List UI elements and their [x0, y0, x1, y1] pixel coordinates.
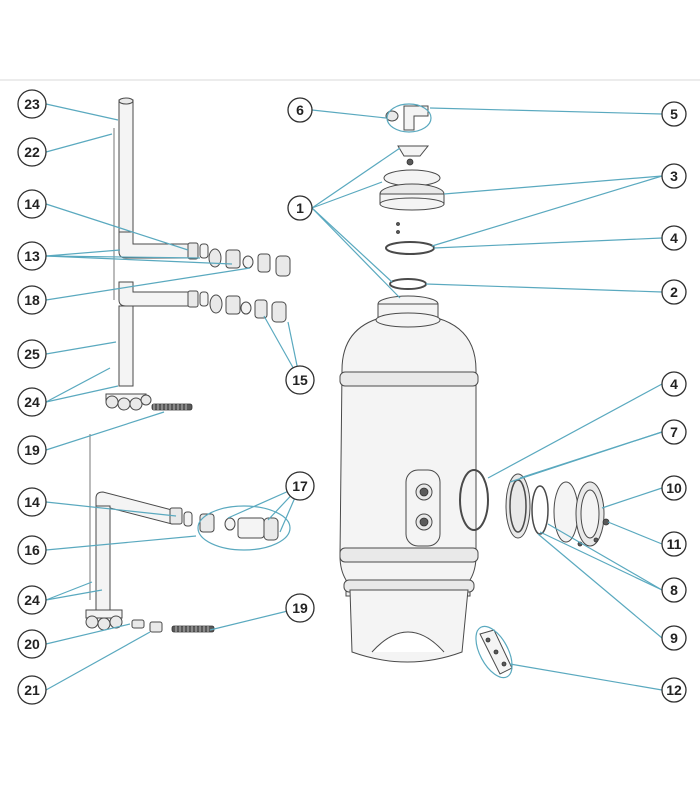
callout-2: 2 [661, 279, 687, 305]
callout-24-upper: 24 [17, 387, 47, 417]
callout-20: 20 [17, 629, 47, 659]
manhole-assembly [459, 469, 610, 547]
upper-collector-assembly [105, 97, 291, 411]
svg-text:13: 13 [24, 248, 40, 264]
svg-text:16: 16 [24, 542, 40, 558]
callout-1: 1 [287, 195, 313, 221]
svg-text:19: 19 [292, 600, 308, 616]
svg-text:10: 10 [666, 480, 682, 496]
callout-3: 3 [661, 163, 687, 189]
svg-text:24: 24 [24, 394, 40, 410]
callout-16: 16 [17, 535, 47, 565]
svg-text:3: 3 [670, 168, 678, 184]
svg-text:20: 20 [24, 636, 40, 652]
callout-4-lower: 4 [661, 371, 687, 397]
svg-text:24: 24 [24, 592, 40, 608]
svg-text:5: 5 [670, 106, 678, 122]
svg-text:23: 23 [24, 96, 40, 112]
callout-19-upper: 19 [17, 435, 47, 465]
svg-text:9: 9 [670, 630, 678, 646]
callout-14-lower: 14 [17, 487, 47, 517]
svg-text:14: 14 [24, 196, 40, 212]
callout-15: 15 [285, 365, 315, 395]
callout-7: 7 [661, 419, 687, 445]
sight-glass-part [479, 629, 513, 675]
callout-6: 6 [287, 97, 313, 123]
svg-text:4: 4 [670, 376, 678, 392]
callout-8: 8 [661, 577, 687, 603]
svg-text:6: 6 [296, 102, 304, 118]
svg-text:7: 7 [670, 424, 678, 440]
callout-22: 22 [17, 137, 47, 167]
callout-11: 11 [661, 531, 687, 557]
callout-23: 23 [17, 89, 47, 119]
svg-text:14: 14 [24, 494, 40, 510]
svg-text:8: 8 [670, 582, 678, 598]
svg-text:19: 19 [24, 442, 40, 458]
callout-12: 12 [661, 677, 687, 703]
svg-text:25: 25 [24, 346, 40, 362]
callout-25: 25 [17, 339, 47, 369]
svg-text:22: 22 [24, 144, 40, 160]
svg-text:1: 1 [296, 200, 304, 216]
callout-9: 9 [661, 625, 687, 651]
callout-18: 18 [17, 285, 47, 315]
svg-text:15: 15 [292, 372, 308, 388]
svg-text:17: 17 [292, 478, 308, 494]
callout-14-upper: 14 [17, 189, 47, 219]
callout-19-lower: 19 [285, 593, 315, 623]
callout-21: 21 [17, 675, 47, 705]
svg-text:18: 18 [24, 292, 40, 308]
svg-text:11: 11 [667, 536, 682, 552]
svg-text:4: 4 [670, 230, 678, 246]
filter-tank [339, 295, 479, 663]
svg-text:12: 12 [666, 682, 682, 698]
svg-text:21: 21 [24, 682, 40, 698]
callout-5: 5 [661, 101, 687, 127]
callout-24-lower: 24 [17, 585, 47, 615]
callout-4-upper: 4 [661, 225, 687, 251]
leader-lines [45, 103, 663, 691]
callout-17: 17 [285, 471, 315, 501]
lower-collector-assembly [85, 434, 279, 633]
callout-10: 10 [661, 475, 687, 501]
svg-text:2: 2 [670, 284, 678, 300]
callout-13: 13 [17, 241, 47, 271]
top-lid-assembly [379, 105, 445, 290]
